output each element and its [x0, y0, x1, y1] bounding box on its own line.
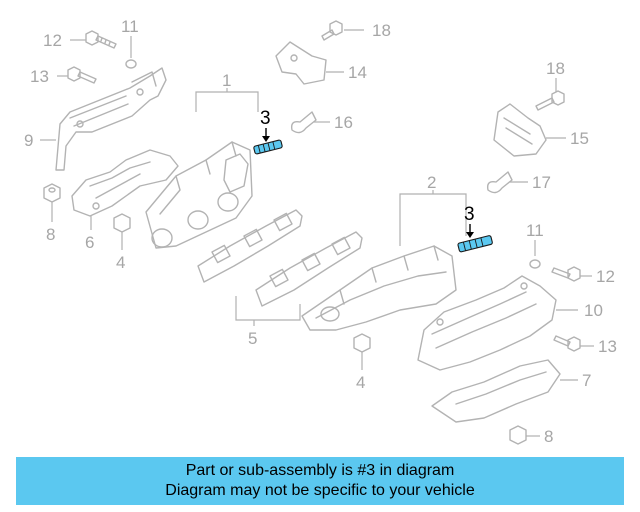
bolt-12-left[interactable]	[70, 30, 117, 49]
bracket-14[interactable]	[275, 41, 344, 85]
callout-4-left: 4	[116, 253, 125, 272]
callout-15: 15	[570, 129, 589, 148]
bracket-16[interactable]	[290, 111, 330, 134]
banner-line-1: Part or sub-assembly is #3 in diagram	[185, 462, 455, 479]
stud-3-right[interactable]	[457, 224, 493, 253]
callout-3-right: 3	[464, 204, 475, 225]
heat-shield-10[interactable]	[417, 275, 578, 371]
bolt-13-left[interactable]	[57, 66, 97, 84]
bracket-17[interactable]	[486, 171, 528, 194]
callout-3-left: 3	[260, 108, 271, 129]
bolt-18-top[interactable]	[321, 20, 364, 41]
callout-12-left: 12	[43, 31, 62, 50]
callout-17: 17	[532, 173, 551, 192]
nut-4-left[interactable]	[113, 213, 131, 250]
stud-3-left[interactable]	[253, 128, 283, 155]
callout-16: 16	[334, 113, 353, 132]
heat-shield-9[interactable]	[40, 67, 167, 171]
bolt-18-right[interactable]	[535, 78, 565, 111]
callout-2: 2	[427, 173, 436, 192]
callout-10: 10	[584, 301, 603, 320]
callout-8-left: 8	[46, 225, 55, 244]
bolt-13-right[interactable]	[553, 335, 594, 352]
callout-14: 14	[348, 63, 367, 82]
callout-13-left: 13	[30, 67, 49, 86]
heat-shield-7[interactable]	[431, 359, 578, 423]
heat-shield-15[interactable]	[493, 103, 566, 157]
callout-8-right: 8	[544, 427, 553, 446]
washer-11-left[interactable]	[125, 36, 137, 69]
callout-11-left: 11	[121, 17, 139, 36]
callout-11-right: 11	[526, 221, 544, 240]
bolt-12-right[interactable]	[551, 266, 592, 282]
callout-18-right: 18	[546, 59, 565, 78]
info-banner: Part or sub-assembly is #3 in diagram Di…	[16, 457, 624, 505]
exhaust-manifold-1[interactable]	[145, 88, 259, 249]
nut-8-right[interactable]	[509, 425, 540, 445]
nut-8-left[interactable]	[43, 183, 61, 222]
callout-4-right: 4	[356, 373, 365, 392]
callout-9: 9	[24, 131, 33, 150]
heat-shield-6[interactable]	[71, 149, 179, 230]
callout-1: 1	[222, 71, 231, 90]
washer-11-right[interactable]	[529, 240, 541, 269]
gasket-5[interactable]	[197, 209, 363, 326]
banner-line-2: Diagram may not be specific to your vehi…	[165, 482, 475, 499]
nut-4-right[interactable]	[353, 333, 371, 370]
callout-12-right: 12	[596, 267, 615, 286]
callout-7: 7	[582, 371, 591, 390]
callout-6: 6	[85, 233, 94, 252]
callout-18-top: 18	[372, 21, 391, 40]
callout-5: 5	[248, 329, 257, 348]
exhaust-manifold-2[interactable]	[301, 190, 467, 331]
callout-13-right: 13	[598, 337, 617, 356]
